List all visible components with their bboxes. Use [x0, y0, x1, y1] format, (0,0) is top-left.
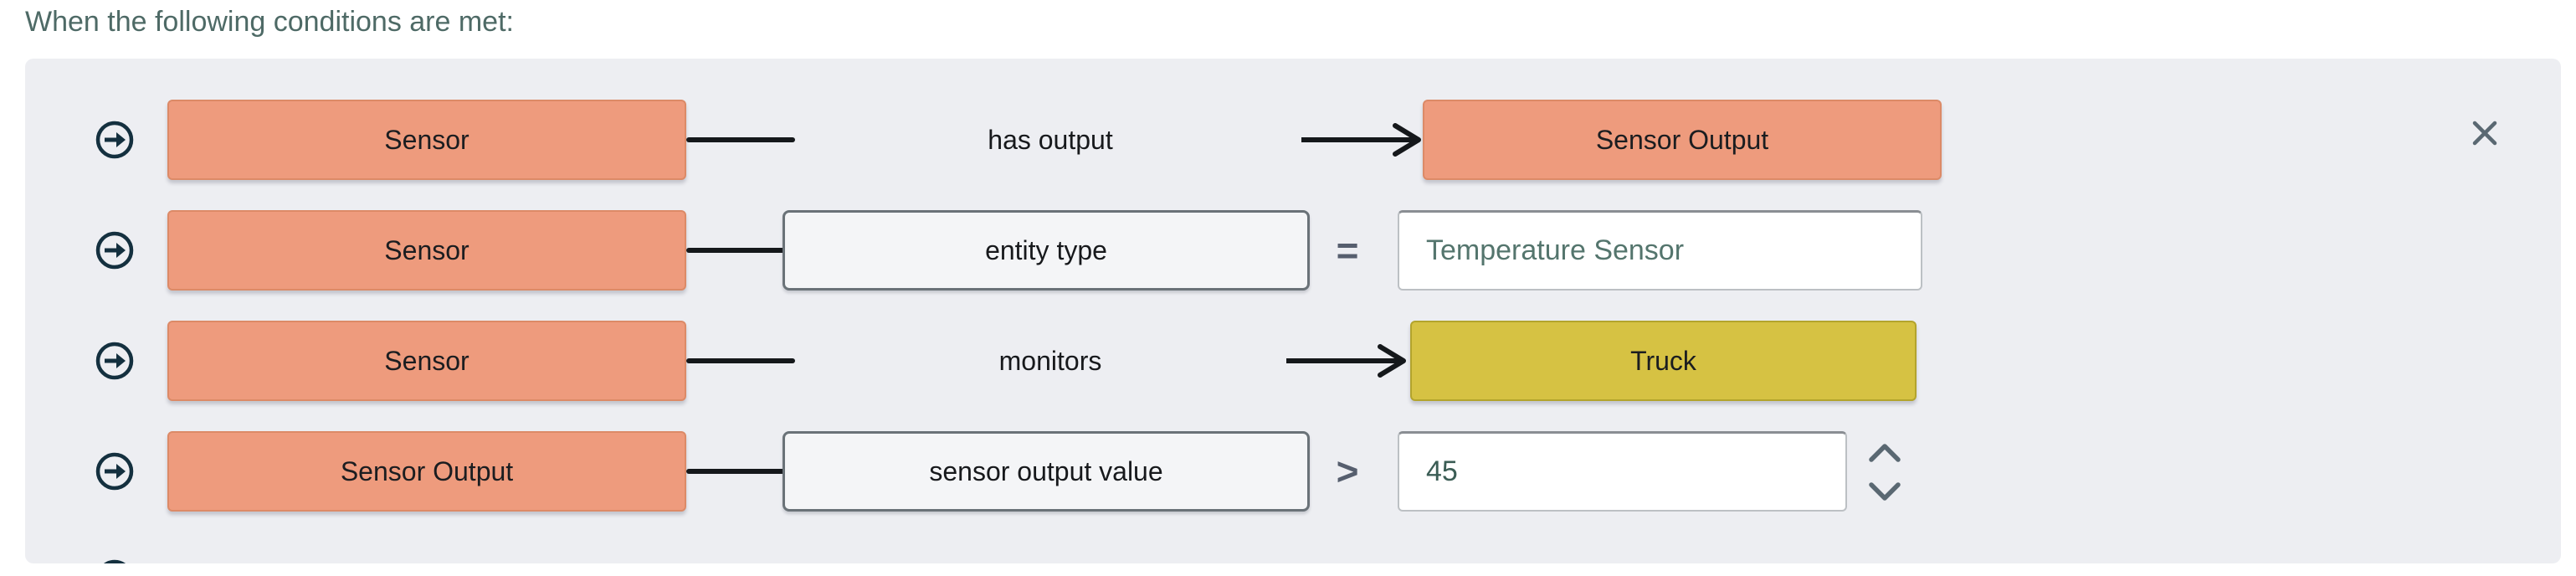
condition-arrow-icon[interactable]: [94, 340, 136, 382]
next-condition-arrow-icon: [94, 558, 136, 563]
stepper-up-button[interactable]: [1866, 442, 1903, 464]
chevron-down-icon: [1869, 482, 1901, 501]
number-stepper: [1866, 442, 1903, 502]
condition-row: Sensor Output sensor output value >: [25, 430, 2561, 512]
threshold-value-input[interactable]: [1398, 431, 1847, 512]
connector-line: [686, 469, 795, 474]
close-button[interactable]: [2466, 114, 2504, 152]
relation-label: has output: [988, 124, 1113, 155]
equals-operator: =: [1336, 229, 1359, 272]
condition-arrow-icon[interactable]: [94, 229, 136, 271]
conditions-panel: Sensor has output Sensor Output Sensor e…: [25, 59, 2561, 563]
stepper-down-button[interactable]: [1866, 481, 1903, 502]
attribute-value-input[interactable]: [1398, 210, 1922, 291]
subject-entity-chip[interactable]: Sensor: [167, 100, 686, 180]
connector-line: [686, 137, 795, 142]
condition-arrow-icon[interactable]: [94, 119, 136, 161]
object-entity-chip[interactable]: Truck: [1410, 321, 1917, 401]
greater-than-operator: >: [1336, 450, 1359, 493]
subject-entity-chip[interactable]: Sensor Output: [167, 431, 686, 512]
arrow-right-icon: [1301, 123, 1421, 157]
subject-entity-chip[interactable]: Sensor: [167, 321, 686, 401]
relation-label: monitors: [998, 345, 1102, 376]
connector-line: [686, 358, 795, 363]
arrow-right-icon: [1286, 344, 1406, 378]
subject-entity-chip[interactable]: Sensor: [167, 210, 686, 291]
condition-arrow-icon[interactable]: [94, 450, 136, 492]
chevron-up-icon: [1869, 444, 1901, 462]
condition-row: Sensor monitors Truck: [25, 320, 2561, 402]
page-title: When the following conditions are met:: [25, 6, 514, 38]
connector-line: [686, 248, 795, 253]
condition-row: Sensor entity type =: [25, 209, 2561, 291]
condition-row: Sensor has output Sensor Output: [25, 99, 2561, 181]
attribute-chip[interactable]: entity type: [783, 210, 1310, 291]
object-entity-chip[interactable]: Sensor Output: [1423, 100, 1942, 180]
attribute-chip[interactable]: sensor output value: [783, 431, 1310, 512]
close-icon: [2472, 121, 2497, 146]
